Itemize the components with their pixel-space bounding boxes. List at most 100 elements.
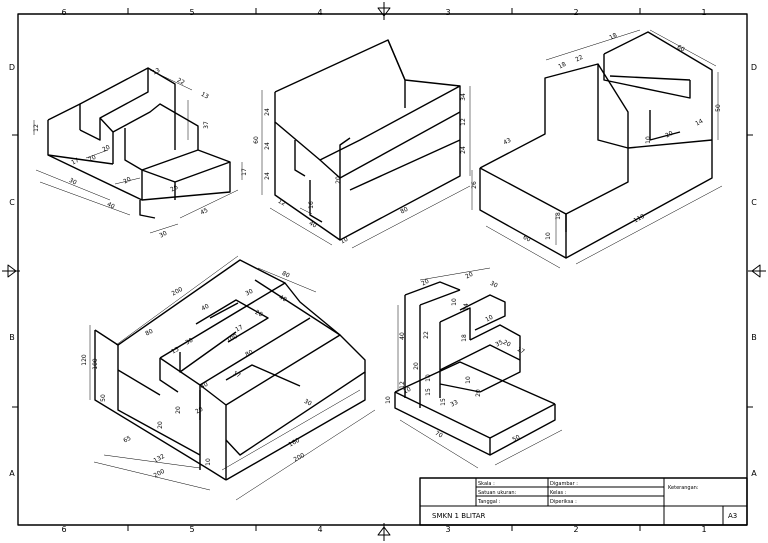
grid-col-label-bottom: 1 <box>701 525 706 534</box>
dimension-label: 60 <box>253 136 260 144</box>
dimension-label: 15 <box>440 398 447 406</box>
dimension-label: 17 <box>234 324 244 334</box>
class-label: Kelas : <box>550 490 567 496</box>
dimension-label: 20 <box>254 309 264 319</box>
grid-col-label-top: 3 <box>445 8 450 17</box>
dimension-label: 20 <box>664 130 674 140</box>
dimension-label: 20 <box>122 176 132 186</box>
grid-row-label-right: A <box>751 469 757 478</box>
dimension-label: 14 <box>694 118 704 128</box>
dimension-label: 18 <box>557 61 567 71</box>
dimension-label: 22 <box>574 54 584 64</box>
dimension-label: 20 <box>413 362 420 370</box>
dimension-label: 30 <box>184 337 194 347</box>
dimension-label: 22 <box>176 77 186 87</box>
dimension-label: 200 <box>171 286 185 298</box>
dimension-label: 50 <box>715 104 722 112</box>
dimension-label: 20 <box>101 144 111 154</box>
dimension-label: 10 <box>385 396 392 404</box>
dimension-label: 17 <box>516 346 526 356</box>
grid-row-label-left: B <box>9 333 15 342</box>
grid-row-label-left: D <box>9 63 15 72</box>
dimension-label: 200 <box>153 468 167 480</box>
dimension-label: 30 <box>68 177 78 187</box>
dimension-label: 10 <box>645 136 652 144</box>
dimension-label: 70 <box>434 430 444 440</box>
unit-label: Satuan ukuran: <box>478 490 517 496</box>
dimension-label: 30 <box>489 280 499 290</box>
dimension-label: 40 <box>278 294 288 304</box>
dimension-label: 35 <box>494 339 504 349</box>
dimension-label: 100 <box>92 358 99 370</box>
dimension-label: 37 <box>203 121 210 129</box>
dimension-label: 200 <box>293 452 307 464</box>
dimension-label: 10 <box>425 374 432 382</box>
dimension-label: 33 <box>449 399 459 409</box>
dimension-label: 60 <box>522 234 532 244</box>
dimension-label: 40 <box>399 332 406 340</box>
grid-col-label-top: 1 <box>701 8 706 17</box>
school-name: SMKN 1 BLITAR <box>432 512 486 520</box>
dimension-label: 40 <box>308 220 318 230</box>
dimension-label: 45 <box>199 207 209 217</box>
grid-col-label-bottom: 6 <box>61 525 66 534</box>
dimension-label: 80 <box>144 328 154 338</box>
dimension-label: 24 <box>264 142 271 150</box>
grid-col-label-bottom: 2 <box>573 525 578 534</box>
dimension-label: 13 <box>151 67 161 77</box>
drawing-border <box>17 13 748 526</box>
dimension-label: 12 <box>277 198 287 208</box>
grid-row-label-right: D <box>751 63 757 72</box>
dimension-label: 20 <box>335 176 342 184</box>
dimension-label: 30 <box>244 288 254 298</box>
dimension-label: 100 <box>226 333 240 345</box>
dimension-label: 120 <box>81 354 88 366</box>
dimension-label: 18 <box>461 334 468 342</box>
dimension-label: 18 <box>608 32 618 42</box>
grid-col-label-top: 5 <box>189 8 194 17</box>
dimension-label: 30 <box>158 230 168 240</box>
grid-col-label-top: 6 <box>61 8 66 17</box>
date-label: Tanggal : <box>477 499 501 505</box>
dimension-label: 13 <box>200 91 210 101</box>
grid-row-label-left: C <box>9 198 15 207</box>
dimension-label: 110 <box>633 213 647 225</box>
dimension-label: 10 <box>484 314 494 324</box>
dimension-label: 14 <box>463 303 470 311</box>
dimension-label: 20 <box>420 278 430 288</box>
dimension-label: 30 <box>303 398 313 408</box>
dimension-label: 15 <box>170 346 180 356</box>
dimension-label: 20 <box>87 154 97 164</box>
dimension-label: 10 <box>205 458 212 466</box>
dimension-label: 24 <box>460 146 467 154</box>
dimension-label: 40 <box>106 201 116 211</box>
dimension-label: 43 <box>502 137 512 147</box>
title-block <box>419 477 748 526</box>
dimension-label: 50 <box>100 394 107 402</box>
dimension-label: 20 <box>475 389 482 397</box>
dimension-label: 60 <box>676 44 686 54</box>
dimension-label: 20 <box>194 406 204 416</box>
dimension-label: 20 <box>157 421 164 429</box>
grid-col-label-bottom: 3 <box>445 525 450 534</box>
dimension-label: 10 <box>465 376 472 384</box>
grid-row-label-right: B <box>751 333 757 342</box>
dimension-label: 12 <box>399 381 406 389</box>
grid-row-label-left: A <box>9 469 15 478</box>
grid-row-label-right: C <box>751 198 757 207</box>
dimension-label: 40 <box>199 381 209 391</box>
dimension-label: 17 <box>232 370 242 380</box>
dimension-label: 80 <box>281 270 291 280</box>
dimension-label: 15 <box>425 388 432 396</box>
dimension-label: 34 <box>460 93 467 101</box>
dimension-label: 160 <box>288 437 302 449</box>
grid-col-label-bottom: 5 <box>189 525 194 534</box>
dimension-label: 80 <box>399 206 409 216</box>
paper-size: A3 <box>728 512 737 520</box>
dimension-label: 65 <box>122 435 132 445</box>
